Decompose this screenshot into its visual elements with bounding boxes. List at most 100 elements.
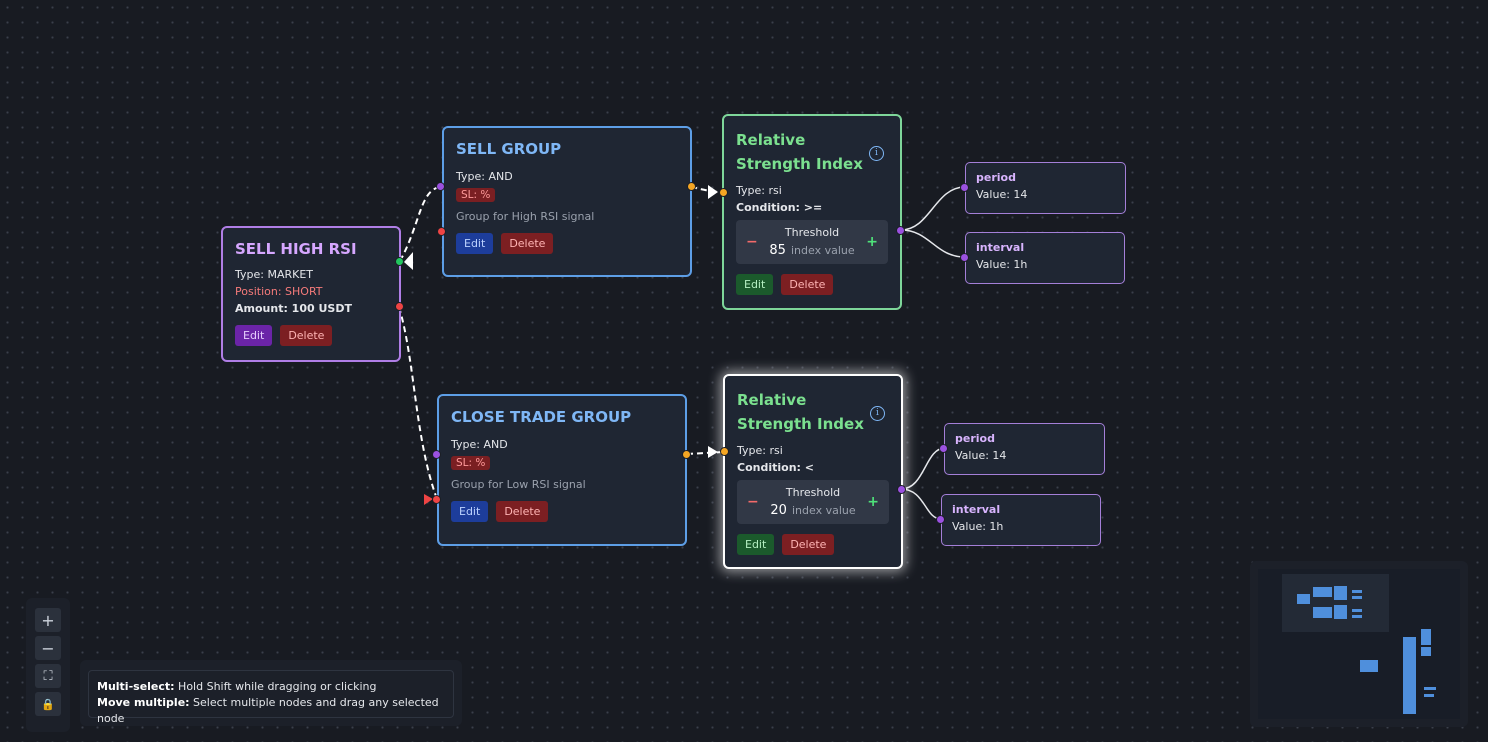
- increment-button[interactable]: +: [867, 494, 879, 510]
- delete-button[interactable]: Delete: [782, 534, 835, 555]
- minimap-node: [1424, 687, 1436, 690]
- node-title-line2: Strength Index: [737, 415, 864, 433]
- handle-rsi-top-input[interactable]: [719, 188, 728, 197]
- node-type: Type: AND: [451, 438, 508, 451]
- delete-button[interactable]: Delete: [496, 501, 549, 522]
- delete-button[interactable]: Delete: [501, 233, 554, 254]
- node-title-line1: Relative: [737, 391, 807, 409]
- decrement-button[interactable]: −: [747, 494, 759, 510]
- threshold-unit: index value: [792, 504, 856, 517]
- edge-rsi-top-to-period[interactable]: [900, 186, 966, 231]
- param-name: period: [955, 432, 995, 445]
- handle-interval-top-input[interactable]: [960, 253, 969, 262]
- edit-button[interactable]: Edit: [456, 233, 494, 254]
- edge-rsi-bottom-to-interval[interactable]: [900, 488, 942, 520]
- node-description: Group for High RSI signal: [456, 210, 595, 223]
- node-sell-group[interactable]: SELL GROUP Type: AND SL: % Group for Hig…: [442, 126, 692, 277]
- handle-sell-output-red[interactable]: [395, 302, 404, 311]
- edge-rsi-bottom-to-period[interactable]: [900, 447, 946, 490]
- node-title-line1: Relative: [736, 131, 806, 149]
- zoom-out-button[interactable]: −: [35, 636, 61, 660]
- minimap-node: [1421, 629, 1431, 645]
- node-type: Type: MARKET: [235, 268, 314, 281]
- threshold-value[interactable]: 20: [770, 503, 787, 518]
- threshold-value[interactable]: 85: [769, 243, 786, 258]
- sl-badge: SL: %: [451, 456, 491, 470]
- edge-rsi-top-to-interval[interactable]: [900, 229, 966, 258]
- param-value: Value: 14: [976, 188, 1028, 201]
- edit-button[interactable]: Edit: [737, 534, 775, 555]
- node-description: Group for Low RSI signal: [451, 478, 586, 491]
- node-title: SELL HIGH RSI: [235, 240, 357, 258]
- info-icon[interactable]: i: [869, 146, 884, 161]
- edge-sell-to-closegroup[interactable]: [398, 306, 438, 500]
- hint-multiselect-text: Hold Shift while dragging or clicking: [174, 680, 377, 693]
- handle-period-top-input[interactable]: [960, 183, 969, 192]
- threshold-stepper: − Threshold 20 index value +: [737, 480, 889, 524]
- minimap-node: [1421, 647, 1431, 656]
- handle-closegroup-output[interactable]: [682, 450, 691, 459]
- handle-rsi-top-output[interactable]: [896, 226, 905, 235]
- node-param-interval-bottom[interactable]: interval Value: 1h: [941, 494, 1101, 546]
- decrement-button[interactable]: −: [746, 234, 758, 250]
- handle-sellgroup-input-red[interactable]: [437, 227, 446, 236]
- minimap-node: [1334, 586, 1347, 600]
- param-name: interval: [952, 503, 1001, 516]
- handle-sell-output-green[interactable]: [395, 257, 404, 266]
- node-rsi-top[interactable]: Relative Strength Index i Type: rsi Cond…: [722, 114, 902, 310]
- handle-rsi-bottom-output[interactable]: [897, 485, 906, 494]
- node-type: Type: AND: [456, 170, 513, 183]
- minimap[interactable]: [1250, 561, 1468, 727]
- handle-closegroup-input[interactable]: [432, 450, 441, 459]
- delete-button[interactable]: Delete: [280, 325, 333, 346]
- fit-view-button[interactable]: ⛶: [35, 664, 61, 688]
- node-param-period-top[interactable]: period Value: 14: [965, 162, 1126, 214]
- flow-controls: + − ⛶ 🔒: [26, 598, 70, 732]
- minimap-node: [1352, 590, 1362, 593]
- zoom-in-button[interactable]: +: [35, 608, 61, 632]
- node-condition: Condition: >=: [736, 201, 823, 214]
- node-rsi-bottom[interactable]: Relative Strength Index i Type: rsi Cond…: [723, 374, 903, 569]
- node-close-trade-group[interactable]: CLOSE TRADE GROUP Type: AND SL: % Group …: [437, 394, 687, 546]
- node-param-interval-top[interactable]: interval Value: 1h: [965, 232, 1125, 284]
- param-value: Value: 14: [955, 449, 1007, 462]
- hint-move-text: Select multiple nodes and drag any selec…: [97, 696, 439, 725]
- edge-arrow-closegroup: [424, 494, 433, 505]
- edge-sell-to-sellgroup[interactable]: [399, 186, 441, 262]
- handle-sellgroup-input[interactable]: [436, 182, 445, 191]
- edit-button[interactable]: Edit: [451, 501, 489, 522]
- param-value: Value: 1h: [952, 520, 1004, 533]
- threshold-label: Threshold: [785, 486, 841, 499]
- handle-interval-bottom-input[interactable]: [936, 515, 945, 524]
- handle-closegroup-input-red[interactable]: [432, 495, 441, 504]
- minimap-node: [1352, 596, 1362, 599]
- edge-arrow-rsi-bottom: [708, 446, 718, 458]
- node-amount: Amount: 100 USDT: [235, 302, 352, 315]
- hint-move-label: Move multiple:: [97, 696, 190, 709]
- node-position: Position: SHORT: [235, 285, 323, 298]
- minimap-node: [1313, 607, 1332, 618]
- minimap-canvas[interactable]: [1258, 569, 1460, 719]
- node-param-period-bottom[interactable]: period Value: 14: [944, 423, 1105, 475]
- edge-arrow-sellgroup: [404, 252, 413, 270]
- minimap-node: [1352, 615, 1362, 618]
- minimap-node: [1297, 594, 1310, 604]
- edit-button[interactable]: Edit: [235, 325, 273, 346]
- handle-rsi-bottom-input[interactable]: [720, 447, 729, 456]
- node-title-line2: Strength Index: [736, 155, 863, 173]
- delete-button[interactable]: Delete: [781, 274, 834, 295]
- node-sell-high-rsi[interactable]: SELL HIGH RSI Type: MARKET Position: SHO…: [221, 226, 401, 362]
- threshold-unit: index value: [791, 244, 855, 257]
- lock-button[interactable]: 🔒: [35, 692, 61, 716]
- handle-period-bottom-input[interactable]: [939, 444, 948, 453]
- info-icon[interactable]: i: [870, 406, 885, 421]
- minimap-node: [1424, 694, 1434, 697]
- minimap-node: [1313, 587, 1332, 597]
- minimap-node: [1352, 609, 1362, 612]
- minimap-node: [1334, 605, 1347, 619]
- edit-button[interactable]: Edit: [736, 274, 774, 295]
- edge-closegroup-to-rsi-bottom[interactable]: [686, 451, 725, 455]
- increment-button[interactable]: +: [866, 234, 878, 250]
- handle-sellgroup-output[interactable]: [687, 182, 696, 191]
- minimap-node: [1360, 660, 1378, 672]
